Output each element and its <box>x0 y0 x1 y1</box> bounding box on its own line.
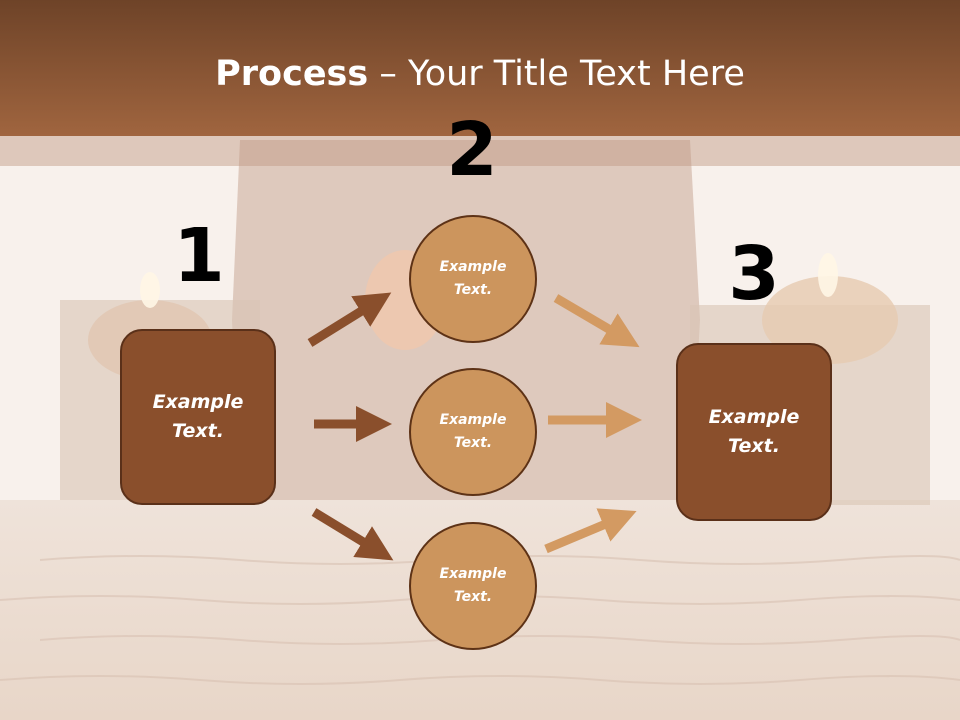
step-number-1: 1 <box>173 213 225 299</box>
circle-bottom-text: Example Text. <box>439 566 507 605</box>
circle-top-text: Example Text. <box>439 259 507 298</box>
circle-middle-text: Example Text. <box>439 412 507 451</box>
step-number-3: 3 <box>728 231 780 317</box>
arrow-box1-to-circle-bottom <box>311 508 394 561</box>
step-3-text: Example Text. <box>708 406 800 457</box>
step-3-box: Example Text. <box>676 343 832 521</box>
step-1-box: Example Text. <box>120 329 276 505</box>
step-number-2: 2 <box>446 107 498 193</box>
step-2-circle-middle: Example Text. <box>409 368 537 496</box>
arrow-box1-to-circle-top <box>307 292 392 347</box>
title-band <box>0 136 960 166</box>
title-bold: Process <box>215 54 369 94</box>
title-bar <box>0 0 960 136</box>
arrow-circle-bottom-to-box3 <box>544 508 637 554</box>
step-2-circle-bottom: Example Text. <box>409 522 537 650</box>
step-1-text: Example Text. <box>152 391 244 442</box>
title-rest: – Your Title Text Here <box>368 54 745 94</box>
page-title: Process – Your Title Text Here <box>0 52 960 96</box>
candle-right <box>762 276 898 364</box>
arrow-circle-top-to-box3 <box>553 294 640 348</box>
step-2-circle-top: Example Text. <box>409 215 537 343</box>
